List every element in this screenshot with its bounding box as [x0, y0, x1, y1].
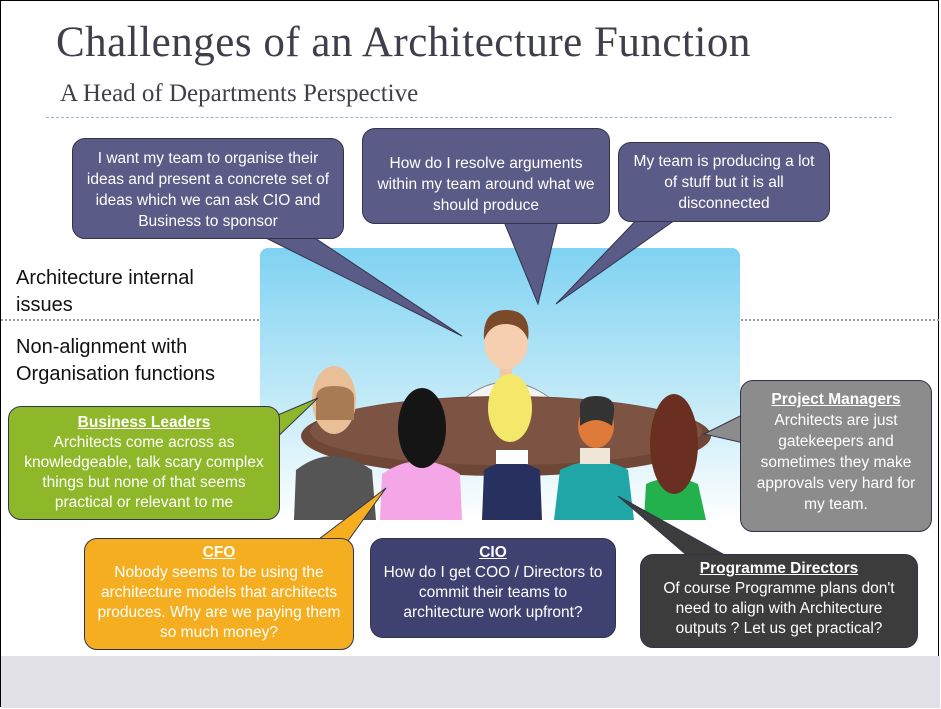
callout-text: I want my team to organise their ideas a… [86, 150, 330, 230]
callout-text: My team is producing a lot of stuff but … [633, 153, 815, 212]
callout-text: Nobody seems to be using the architectur… [97, 564, 341, 641]
callout-label: Business Leaders [77, 414, 211, 431]
slide-subtitle: A Head of Departments Perspective [60, 80, 419, 107]
callout-cfo: CFO Nobody seems to be using the archite… [84, 538, 354, 650]
callout-project-managers: Project Managers Architects are just gat… [740, 380, 932, 532]
callout-label: CIO [479, 544, 507, 561]
callout-programme-directors: Programme Directors Of course Programme … [640, 554, 918, 648]
attendee-programme-director [554, 396, 634, 520]
callout-label: CFO [202, 544, 236, 561]
slide-title: Challenges of an Architecture Function [56, 19, 751, 66]
callout-text: Architects come across as knowledgeable,… [24, 434, 264, 511]
section-label-alignment: Non-alignment with Organisation function… [16, 336, 216, 385]
attendee-cfo [380, 388, 462, 520]
callout-label: Programme Directors [699, 560, 859, 577]
callout-cio: CIO How do I get COO / Directors to comm… [370, 538, 616, 638]
callout-disconnected-output: My team is producing a lot of stuff but … [618, 142, 830, 222]
callout-organise-ideas: I want my team to organise their ideas a… [72, 138, 344, 239]
callout-business-leaders: Business Leaders Architects come across … [8, 406, 280, 520]
meeting-illustration [260, 248, 740, 520]
section-label-internal: Architecture internal issues [16, 267, 194, 316]
attendee-cio [482, 374, 542, 520]
footer-band [1, 656, 940, 708]
callout-text: Architects are just gatekeepers and some… [756, 412, 916, 513]
title-divider [46, 117, 892, 118]
callout-label: Project Managers [771, 391, 901, 408]
callout-text: How do I resolve arguments within my tea… [377, 155, 595, 214]
callout-text: Of course Programme plans don't need to … [663, 580, 895, 637]
callout-resolve-arguments: How do I resolve arguments within my tea… [362, 128, 610, 224]
callout-text: How do I get COO / Directors to commit t… [383, 564, 603, 621]
